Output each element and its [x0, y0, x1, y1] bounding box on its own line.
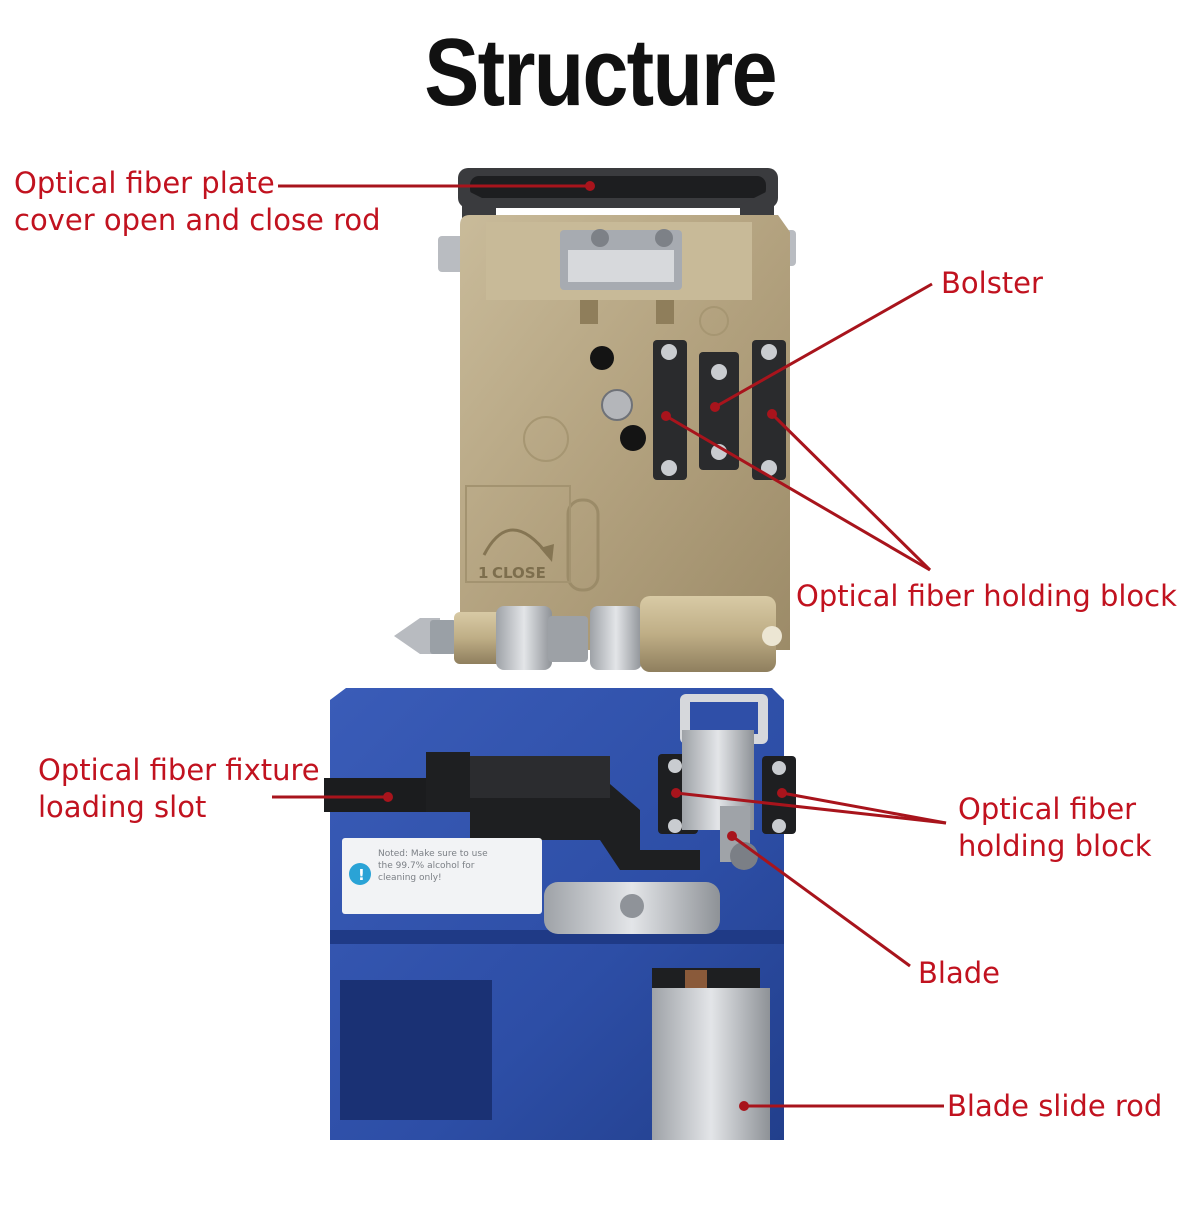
- label-fixture-slot-line1: Optical fiber fixture: [38, 753, 320, 787]
- leader-holding-block-top-b: [770, 412, 932, 572]
- hinge-assembly: [394, 596, 782, 672]
- label-holding-block-top: Optical fiber holding block: [796, 579, 1177, 613]
- leader-bolster: [714, 282, 933, 409]
- fiber-plate-cover: [460, 215, 790, 650]
- info-icon-glyph: !: [358, 866, 365, 884]
- leader-holding-block-bottom-b: [781, 791, 947, 825]
- plate-marking-number: 1: [478, 564, 488, 582]
- instruction-sticker: [342, 838, 542, 914]
- leader-lines: [272, 184, 947, 1108]
- label-holding-block-bottom-line1: Optical fiber: [958, 792, 1137, 826]
- label-fixture-slot-line2: loading slot: [38, 790, 207, 824]
- label-plate-cover-rod-line1: Optical fiber plate: [14, 166, 275, 200]
- sticker-line-3: cleaning only!: [378, 873, 442, 883]
- label-blade: Blade: [918, 956, 1000, 990]
- leader-holding-block-bottom-a: [675, 791, 947, 825]
- label-bolster: Bolster: [941, 266, 1043, 300]
- label-holding-block-bottom: Optical fiber holding block: [958, 791, 1152, 865]
- label-blade-slide-rod: Blade slide rod: [947, 1089, 1163, 1123]
- info-icon: [349, 863, 371, 885]
- sticker-line-1: Noted: Make sure to use: [378, 849, 488, 859]
- cleaver-base: [324, 688, 796, 1140]
- page-title: Structure: [424, 19, 777, 126]
- plate-marking-close: CLOSE: [492, 564, 546, 582]
- sticker-line-2: the 99.7% alcohol for: [378, 861, 475, 871]
- label-plate-cover-rod-line2: cover open and close rod: [14, 203, 381, 237]
- label-fixture-slot: Optical fiber fixture loading slot: [38, 752, 320, 826]
- leader-blade: [731, 834, 911, 968]
- leader-endpoints: [383, 181, 787, 1111]
- leader-holding-block-top-a: [665, 414, 931, 572]
- label-plate-cover-rod: Optical fiber plate cover open and close…: [14, 165, 381, 239]
- label-holding-block-bottom-line2: holding block: [958, 829, 1152, 863]
